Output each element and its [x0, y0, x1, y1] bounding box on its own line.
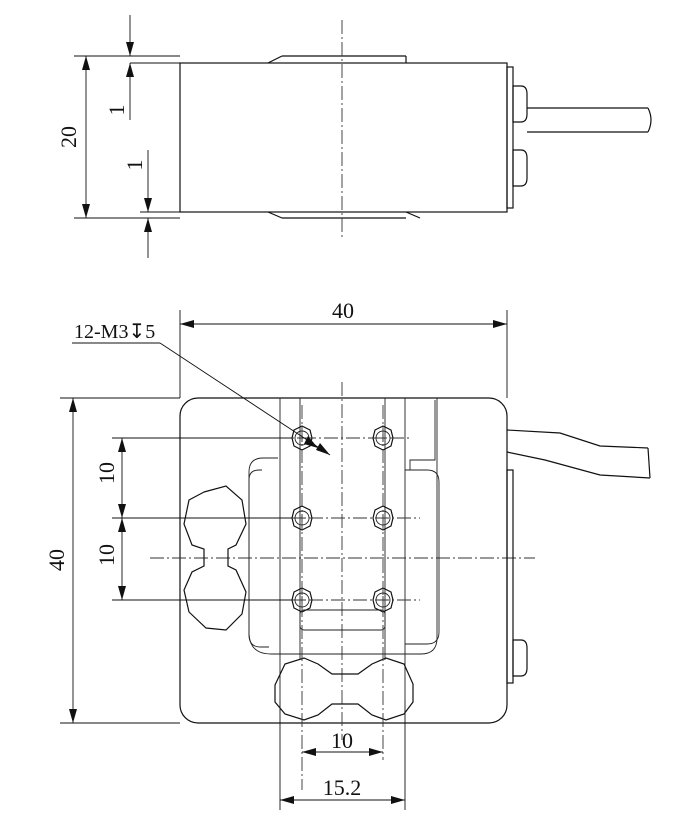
nut-bottom-icon — [512, 149, 528, 187]
hole-pitch-x: 10 — [331, 728, 353, 753]
thread-callout: 12-M3↧5 — [74, 321, 155, 343]
top-width-dim: 40 — [332, 298, 354, 323]
top-view: 12-M3↧5 40 40 10 10 10 — [44, 298, 651, 810]
bottom-slot-cutout — [274, 657, 414, 721]
nut-right-icon — [512, 639, 528, 677]
hole-pitch-y-upper: 10 — [94, 462, 119, 484]
side-height-dim: 20 — [56, 126, 81, 148]
left-slot-cutout — [183, 485, 247, 631]
side-body-outline — [179, 62, 508, 213]
nut-top-icon — [512, 85, 528, 123]
side-top-offset-dim: 1 — [104, 105, 129, 116]
cable-bottom-edge — [506, 451, 651, 479]
side-bottom-offset-dim: 1 — [122, 160, 147, 171]
cable-top-edge — [506, 429, 649, 449]
slot-width-dim: 15.2 — [323, 775, 362, 800]
side-view: 20 1 1 — [56, 15, 652, 258]
hole-pitch-y-lower: 10 — [94, 544, 119, 566]
top-height-dim: 40 — [44, 549, 69, 571]
cable-end — [647, 107, 652, 133]
